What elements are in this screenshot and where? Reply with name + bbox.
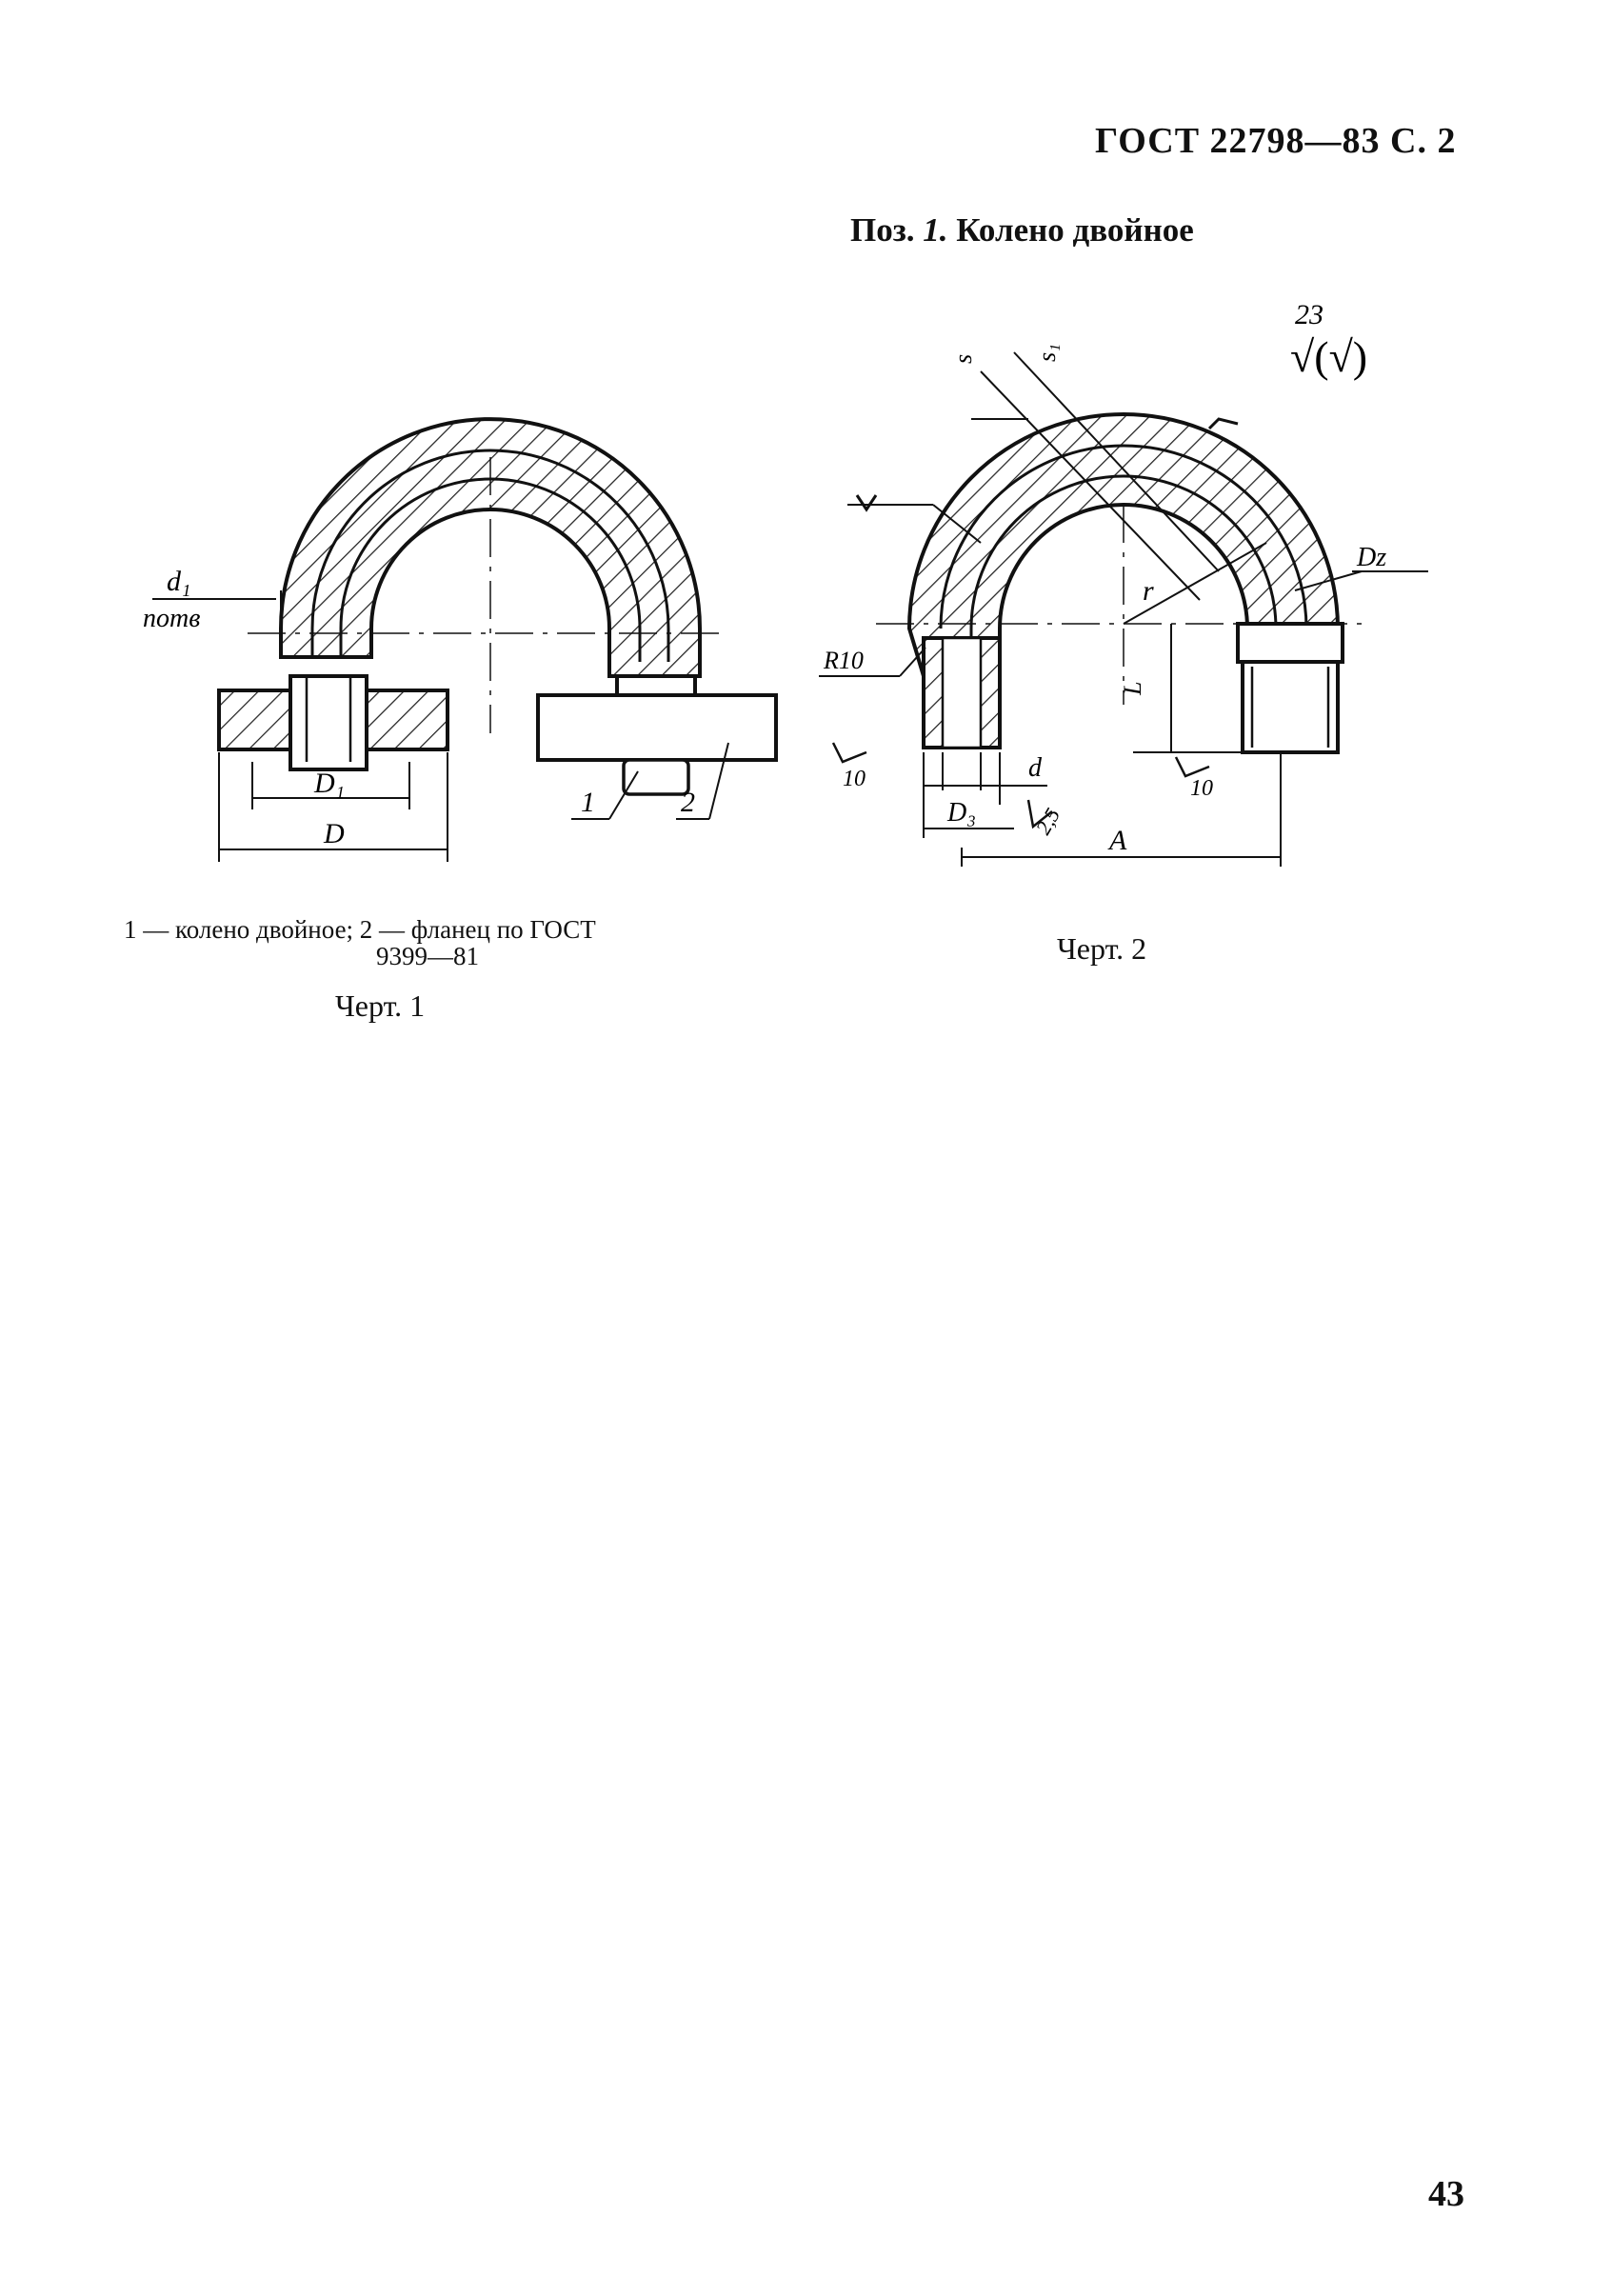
callout-2: 2 <box>681 787 695 818</box>
section-title: Поз. 1. Колено двойное <box>850 211 1194 250</box>
drawing-fig2: s s₁ 23 √(√) r Dz R10 L 10 10 d D₃ 2,5 A <box>819 299 1428 867</box>
section-number: 1. <box>923 211 948 249</box>
label-s1: s₁ <box>1033 344 1061 362</box>
roughness-symbol: √(√) <box>1290 332 1367 381</box>
section-prefix: Поз. <box>850 211 915 249</box>
flange-right <box>536 693 778 762</box>
label-s: s <box>949 354 977 364</box>
label-notv: потв <box>143 604 200 633</box>
label-t10b: 10 <box>1190 776 1213 801</box>
label-t10a: 10 <box>843 767 866 791</box>
page-number: 43 <box>1428 2174 1464 2214</box>
thread-right <box>622 758 690 796</box>
leg-right <box>1236 622 1344 664</box>
label-d1: d₁ <box>167 566 190 597</box>
thread-leg <box>1241 660 1340 754</box>
callout-1: 1 <box>581 787 595 818</box>
label-L: L <box>1119 682 1146 696</box>
fig1-legend: 1 — колено двойное; 2 — фланец по ГОСТ 9… <box>124 916 771 969</box>
legend-line-2: 9399—81 <box>376 942 479 970</box>
label-A: A <box>1107 825 1127 856</box>
label-R10: R10 <box>823 647 864 674</box>
roughness-value: 23 <box>1295 299 1323 330</box>
pipe-left <box>289 674 368 771</box>
legend-line-1: 1 — колено двойное; 2 — фланец по ГОСТ <box>124 915 596 944</box>
document-header: ГОСТ 22798—83 С. 2 <box>1095 121 1457 161</box>
label-2-5: 2,5 <box>1031 804 1065 838</box>
elbow2-bore <box>939 444 1308 676</box>
label-D: D <box>323 818 345 849</box>
label-d: d <box>1028 753 1043 783</box>
label-Dz: Dz <box>1356 543 1386 572</box>
caption-fig2: Черт. 2 <box>1057 931 1147 966</box>
label-D1: D₁ <box>313 768 345 799</box>
label-r: r <box>1143 575 1154 607</box>
drawing-fig1: D₁ D d₁ потв 1 2 <box>143 417 778 862</box>
label-D3: D₃ <box>946 798 976 828</box>
caption-fig1: Черт. 1 <box>335 988 426 1023</box>
section-name: Колено двойное <box>956 211 1194 249</box>
